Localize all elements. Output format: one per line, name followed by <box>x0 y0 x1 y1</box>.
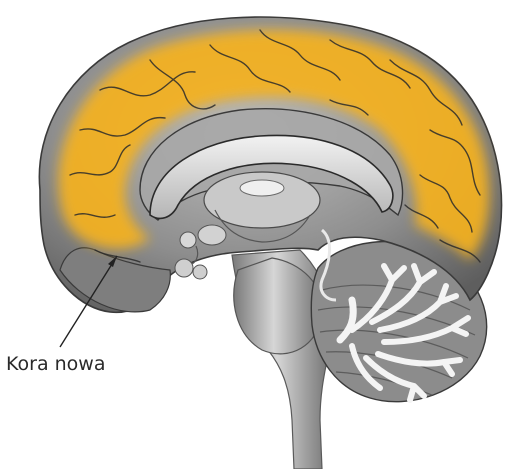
neocortex-label: Kora nowa <box>6 353 105 375</box>
